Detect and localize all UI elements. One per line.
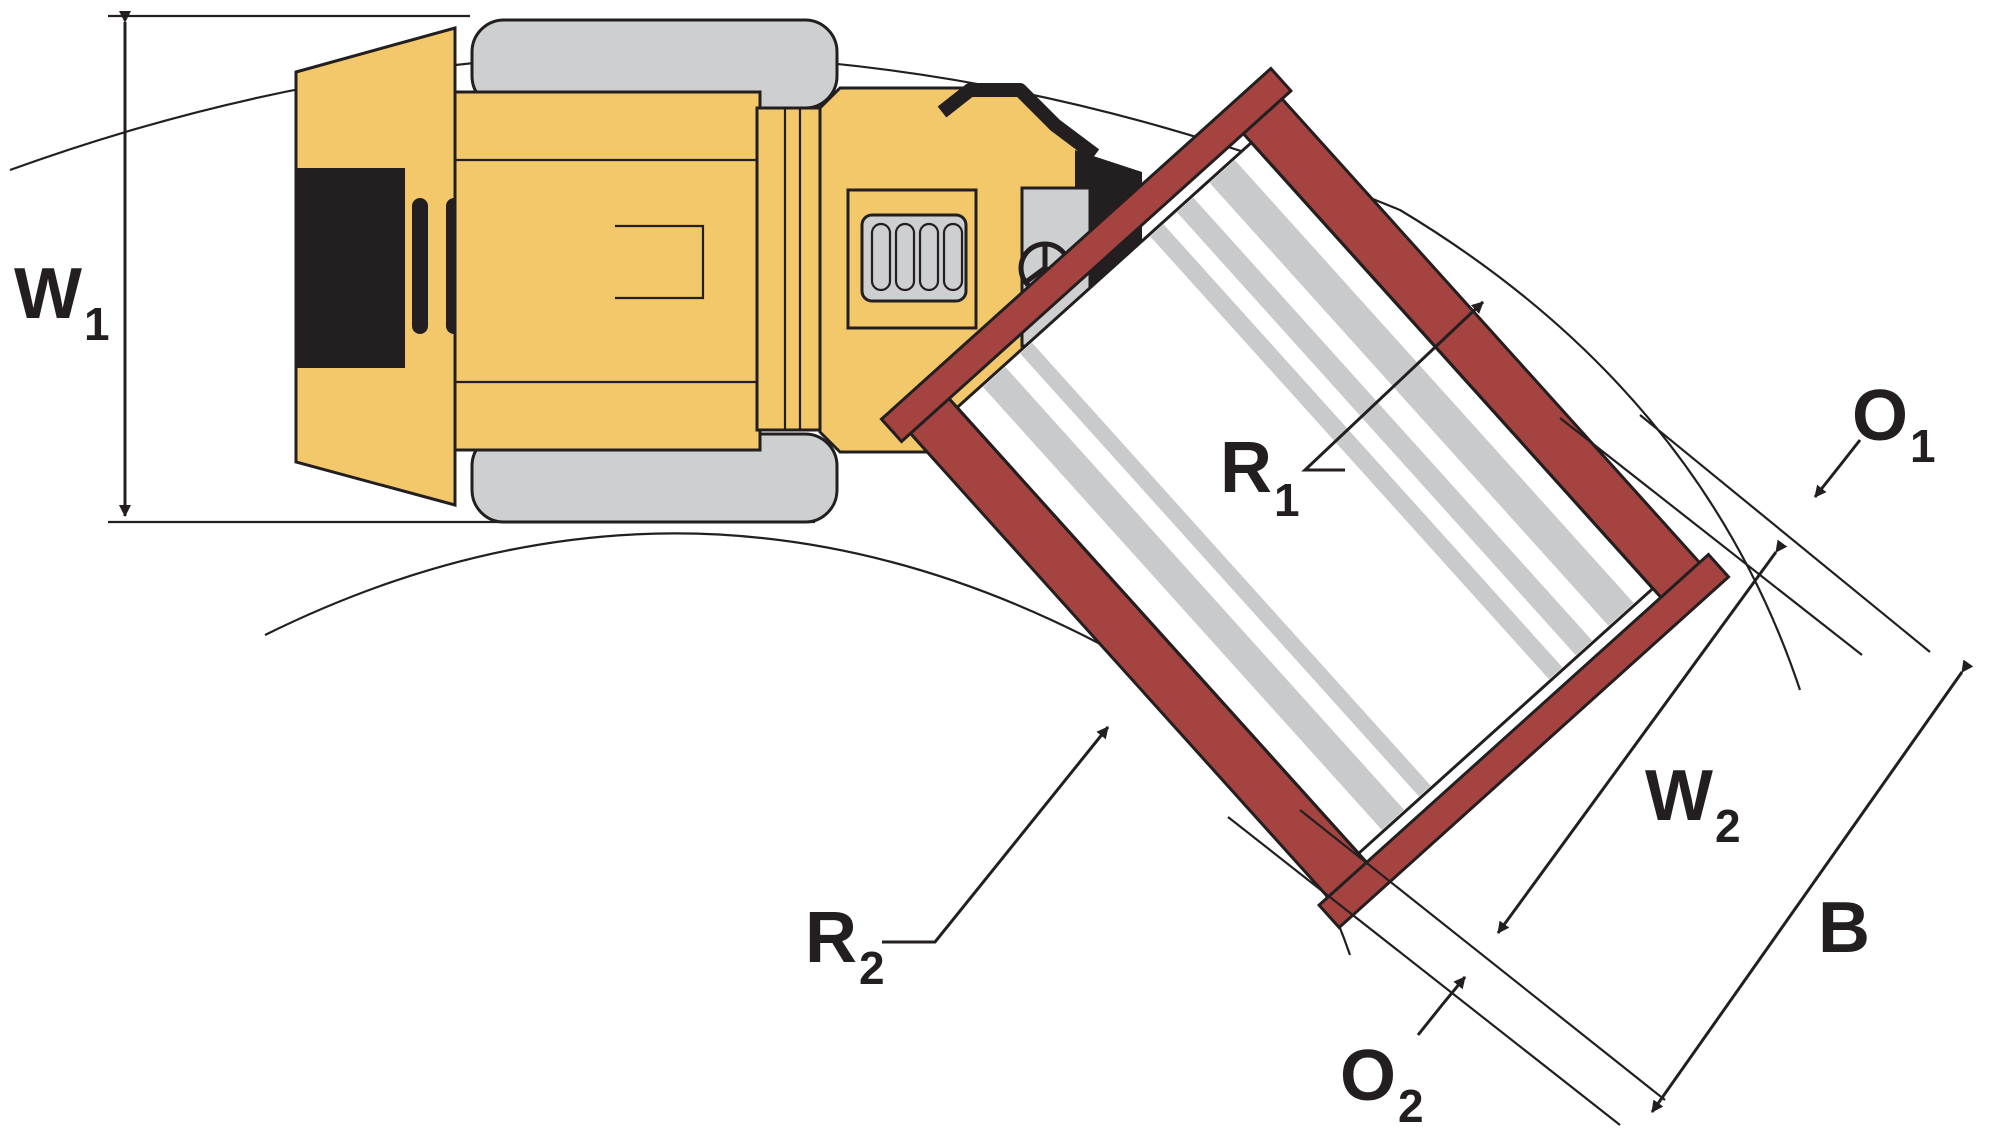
drum-band-2: [1020, 342, 1431, 797]
console-key-1: [870, 222, 892, 292]
r2-leader: [882, 726, 1110, 944]
drum-band-4: [1176, 197, 1593, 656]
grille-slot-left: [412, 198, 428, 334]
console-key-2: [894, 222, 916, 292]
o1-leader: [1813, 439, 1862, 498]
front-drum-unit: [879, 66, 1731, 930]
o2-leader: [1416, 976, 1467, 1036]
o2-line-outer: [1299, 809, 1666, 1101]
articulation-plate: [755, 106, 824, 432]
main-frame: [453, 90, 762, 452]
frame-slot: [615, 224, 705, 300]
o2-line-inner: [1227, 816, 1621, 1126]
label-r1: R1: [1220, 428, 1300, 526]
o1-line-inner: [1559, 417, 1863, 656]
drum-frame-top: [879, 66, 1294, 444]
cab-rail-top: [937, 83, 1100, 161]
drum-band-5: [1209, 160, 1634, 626]
drum-band-3: [1150, 224, 1563, 680]
drum-band-1: [982, 366, 1405, 830]
o1-line-outer: [1639, 414, 1931, 653]
rear-grille: [297, 168, 405, 368]
label-b: B: [1818, 888, 1870, 968]
label-r2: R2: [805, 898, 885, 994]
console-key-3: [918, 222, 940, 292]
label-w1: W1: [14, 254, 110, 350]
w2-dimension-line: [1496, 539, 1788, 934]
console-key-4: [942, 222, 964, 292]
label-o1: O1: [1852, 376, 1936, 472]
label-o2: O2: [1340, 1036, 1424, 1132]
r1-leader: [1301, 300, 1485, 472]
b-dimension-line: [1650, 659, 1974, 1113]
label-w2: W2: [1645, 756, 1741, 852]
